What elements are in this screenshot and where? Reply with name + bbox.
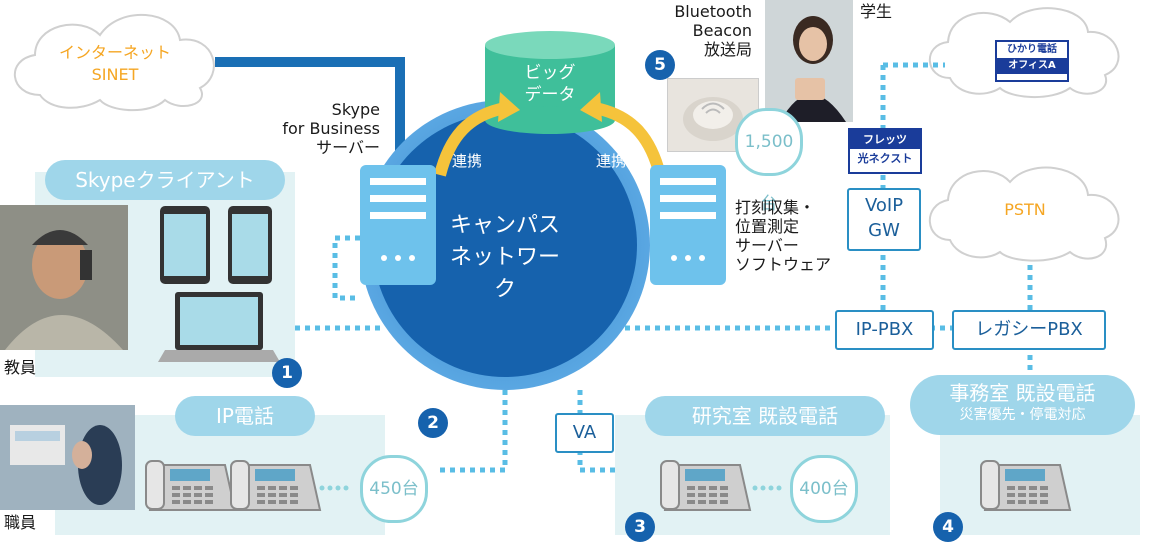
badge-2: 2 xyxy=(418,408,448,438)
sinet-link xyxy=(215,57,405,175)
skype-server-label: Skype for Business サーバー xyxy=(260,100,380,157)
big-data-line2: データ xyxy=(524,85,576,105)
big-data-label: ビッグ データ xyxy=(490,62,610,106)
pstn-label: PSTN xyxy=(1004,200,1046,219)
voip-gateway-box: VoIP GW xyxy=(847,188,921,251)
stamp-server-icon xyxy=(650,165,726,285)
desk-phone-icons xyxy=(145,460,1072,511)
lab-phone-count-circle: 400台 xyxy=(790,455,858,523)
flets-logo-line1: フレッツ xyxy=(850,130,920,149)
skype-server-icon xyxy=(360,165,436,285)
beacon-line2: Beacon xyxy=(692,21,752,40)
link-right-label: 連携 xyxy=(596,152,627,170)
sinet-text: SINET xyxy=(91,65,139,84)
big-data-line1: ビッグ xyxy=(524,63,576,83)
voip-gw-line1: VoIP xyxy=(864,195,904,216)
faculty-label: 教員 xyxy=(4,358,37,377)
skype-server-line1: Skype xyxy=(331,100,380,119)
faculty-photo xyxy=(0,205,128,350)
link-left-label: 連携 xyxy=(452,152,483,170)
office-phone-pill: 事務室 既設電話 災害優先・停電対応 xyxy=(910,375,1135,435)
office-phone-line2: 災害優先・停電対応 xyxy=(959,407,1086,423)
stamp-server-line1: 打刻収集・ xyxy=(735,198,816,217)
student-photo xyxy=(765,0,853,122)
campus-network-line1: キャンパス xyxy=(449,213,560,238)
desk-phone-icon xyxy=(145,460,237,511)
flets-logo: フレッツ 光ネクスト xyxy=(848,128,922,174)
desk-phone-icon xyxy=(980,460,1072,511)
badge-3: 3 xyxy=(625,512,655,542)
skype-client-pill: Skypeクライアント xyxy=(45,160,285,200)
lab-phone-pill: 研究室 既設電話 xyxy=(645,396,885,436)
internet-cloud-label: インターネット SINET xyxy=(30,42,200,86)
tablet-icon xyxy=(160,206,272,284)
link-arrow-left xyxy=(434,102,507,177)
stamp-server-label: 打刻収集・ 位置測定 サーバー ソフトウェア xyxy=(735,198,831,274)
pstn-cloud xyxy=(928,166,1120,262)
flets-logo-line2: 光ネクスト xyxy=(857,152,913,165)
campus-network-label: キャンパス ネットワーク xyxy=(440,210,570,306)
stamp-server-line2: 位置測定 xyxy=(735,217,800,236)
beacon-label: Bluetooth Beacon 放送局 xyxy=(640,2,752,59)
beacon-line1: Bluetooth xyxy=(674,2,752,21)
badge-5: 5 xyxy=(645,50,675,80)
campus-network-line2: ネットワーク xyxy=(449,245,560,302)
network-connectors xyxy=(295,62,1033,473)
voip-gw-line2: GW xyxy=(868,220,900,241)
hikari-denwa-logo: ひかり電話 オフィスA xyxy=(995,40,1069,82)
badge-1: 1 xyxy=(272,358,302,388)
link-arrow-right xyxy=(593,102,666,177)
internet-text: インターネット xyxy=(58,43,171,62)
ip-pbx-box: IP-PBX xyxy=(835,310,934,350)
va-box: VA xyxy=(555,413,614,453)
staff-label: 職員 xyxy=(4,513,37,532)
ip-phone-pill: IP電話 xyxy=(175,396,315,436)
hikari-logo-line1: ひかり電話 xyxy=(1007,44,1057,55)
skype-server-line3: サーバー xyxy=(316,138,380,157)
campus-network-core xyxy=(373,113,637,377)
internet-cloud xyxy=(14,14,215,112)
laptop-icon xyxy=(158,292,280,362)
office-phone-line1: 事務室 既設電話 xyxy=(949,381,1096,405)
beacon-device-image xyxy=(667,78,759,152)
ip-phone-count-circle: 450台 xyxy=(360,455,428,523)
desk-phone-icon xyxy=(660,460,752,511)
beacon-line3: 放送局 xyxy=(703,40,752,59)
skype-server-line2: for Business xyxy=(282,119,380,138)
student-label: 学生 xyxy=(860,2,893,21)
staff-photo xyxy=(0,405,135,510)
desk-phone-icon xyxy=(230,460,322,511)
hikari-logo-line2: オフィスA xyxy=(997,58,1067,74)
beacon-count-circle: 1,500台 xyxy=(735,108,803,214)
badge-4: 4 xyxy=(933,512,963,542)
stamp-server-line3: サーバー xyxy=(735,236,799,255)
stamp-server-line4: ソフトウェア xyxy=(735,255,832,274)
legacy-pbx-box: レガシーPBX xyxy=(952,310,1106,350)
